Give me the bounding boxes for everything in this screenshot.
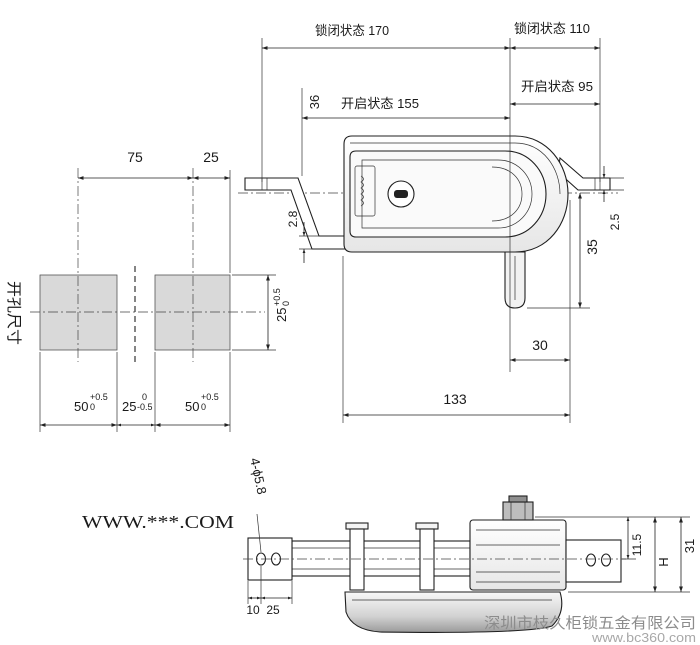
right-bracket-hole-2 xyxy=(600,553,612,567)
right-bracket-hole-1 xyxy=(585,553,597,567)
label-25-side: 25 xyxy=(266,603,280,617)
mounting-post-left xyxy=(349,528,365,591)
post-cap-left xyxy=(345,522,369,530)
post-cap-right xyxy=(415,522,439,530)
top-view-dimensions: 锁闭状态 170 锁闭状态 110 开启状态 95 开启状态 155 36 2.… xyxy=(261,21,624,423)
gap-upper: 0 xyxy=(142,392,147,402)
label-10: 10 xyxy=(246,603,260,617)
right-width-upper: +0.5 xyxy=(201,392,219,402)
hole-spec-label: 4-ϕ5.8 xyxy=(247,456,269,495)
lock-nut-flats xyxy=(510,502,526,520)
watermark: 深圳市枝久柜锁五金有限公司 www.bc360.com xyxy=(484,615,696,645)
handle-grip-curve xyxy=(491,166,523,222)
left-width-tolerance: 50 +0.5 0 xyxy=(74,392,108,414)
side-lock-body-lines xyxy=(476,529,560,583)
label-open-95: 开启状态 95 xyxy=(521,79,593,94)
gap-value: 25 xyxy=(122,399,136,414)
label-133: 133 xyxy=(443,391,467,407)
cutout-hole-centerlines xyxy=(77,168,194,362)
label-closed-170: 锁闭状态 170 xyxy=(315,23,389,38)
keyhole xyxy=(394,190,408,198)
label-2-8: 2.8 xyxy=(286,210,300,227)
mounting-post-right xyxy=(419,528,435,591)
label-open-155: 开启状态 155 xyxy=(341,96,419,111)
label-31: 31 xyxy=(682,539,697,553)
watermark-url: www.bc360.com xyxy=(591,630,696,645)
label-11-5: 11.5 xyxy=(630,533,644,556)
hole-leader-line xyxy=(256,513,262,553)
label-35: 35 xyxy=(584,239,600,255)
gap-tolerance: 25 0 -0.5 xyxy=(122,392,153,414)
label-closed-110: 锁闭状态 110 xyxy=(514,21,590,36)
label-25-top: 25 xyxy=(203,149,219,165)
handle-recess xyxy=(361,159,533,229)
side-plate-bend-lines xyxy=(292,547,470,570)
side-extension-lines xyxy=(247,516,690,604)
cutout-height-upper: +0.5 xyxy=(272,288,282,306)
top-view xyxy=(238,135,618,309)
side-view xyxy=(243,495,626,633)
lock-screw-head xyxy=(508,495,528,503)
left-width-lower: 0 xyxy=(90,402,95,412)
right-width-value: 50 xyxy=(185,399,199,414)
lock-nut xyxy=(502,501,534,521)
lock-handle xyxy=(349,150,547,238)
side-mounting-plate xyxy=(291,540,471,577)
website-label: WWW.***.COM xyxy=(82,512,234,532)
label-30: 30 xyxy=(532,337,548,353)
label-36: 36 xyxy=(307,95,322,109)
label-plate-grip xyxy=(360,175,364,207)
cutout-hole-right xyxy=(154,274,231,351)
left-width-upper: +0.5 xyxy=(90,392,108,402)
gap-lower: -0.5 xyxy=(137,402,153,412)
cutout-view: 75 25 开孔尺寸 25 +0.5 0 50 +0.5 0 25 0 -0.5… xyxy=(5,149,291,432)
cutout-size-label: 开孔尺寸 xyxy=(5,281,22,345)
cutout-height-tolerance: 25 +0.5 0 xyxy=(272,288,291,322)
cutout-height-lower: 0 xyxy=(281,301,291,306)
lock-body-edge-line xyxy=(350,142,561,195)
left-width-value: 50 xyxy=(74,399,88,414)
watermark-company: 深圳市枝久柜锁五金有限公司 xyxy=(484,615,696,632)
side-handle xyxy=(344,591,563,633)
right-width-lower: 0 xyxy=(201,402,206,412)
label-2-5: 2.5 xyxy=(608,213,622,230)
cutout-height-value: 25 xyxy=(274,308,289,322)
side-lock-body xyxy=(469,519,567,591)
cutout-hole-left xyxy=(39,274,118,351)
label-h: H xyxy=(656,557,671,566)
right-width-tolerance: 50 +0.5 0 xyxy=(185,392,219,414)
cutout-extension-lines xyxy=(39,170,276,432)
label-75: 75 xyxy=(127,149,143,165)
handle-label-plate xyxy=(354,165,376,217)
top-extension-lines xyxy=(261,38,624,423)
